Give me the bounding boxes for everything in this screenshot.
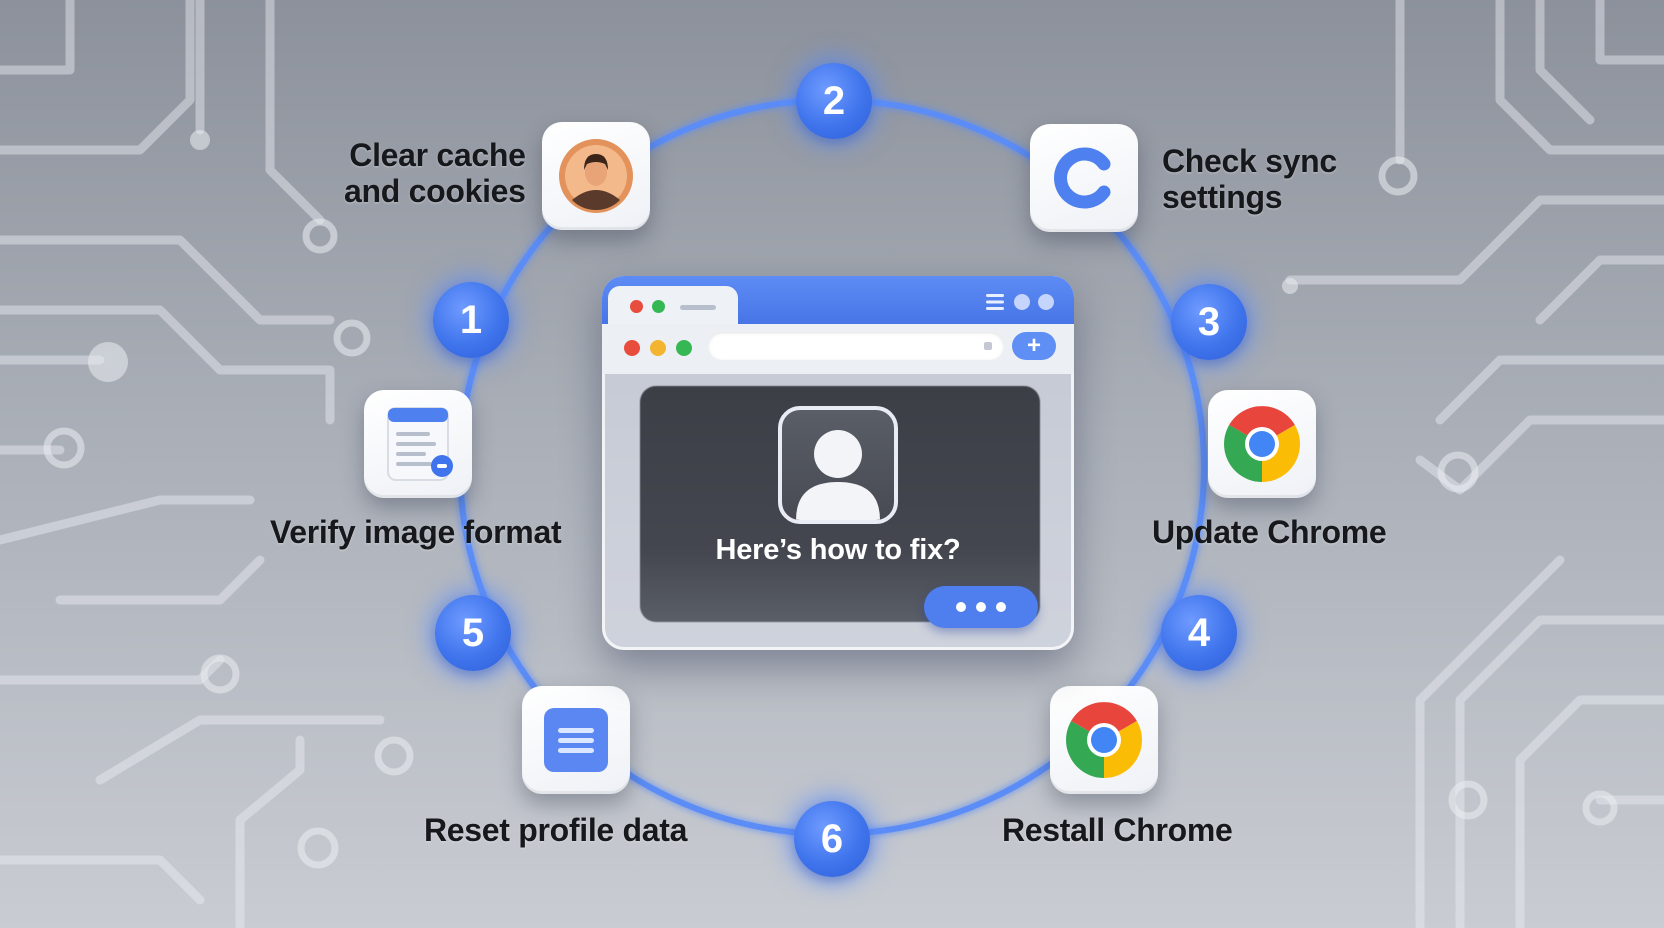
reset-profile-tile[interactable] xyxy=(522,686,630,794)
step-number-5: 5 xyxy=(435,595,511,671)
address-bar[interactable] xyxy=(708,332,1004,360)
notes-icon xyxy=(544,708,608,772)
profile-avatar xyxy=(778,406,898,524)
person-icon xyxy=(796,430,880,520)
label-update-chrome: Update Chrome xyxy=(1152,514,1387,550)
verify-format-tile[interactable] xyxy=(364,390,472,498)
tab-title-placeholder xyxy=(680,305,716,310)
menu-icon[interactable] xyxy=(986,294,1004,310)
clear-cache-tile[interactable] xyxy=(542,122,650,230)
step-number-1: 1 xyxy=(433,282,509,358)
step-number-6: 6 xyxy=(794,801,870,877)
label-line: Check sync xyxy=(1162,143,1337,179)
document-icon xyxy=(387,407,453,481)
browser-window: + Here’s how to fix? xyxy=(602,276,1074,650)
ellipsis-dot xyxy=(996,602,1006,612)
label-clear-cache: Clear cache and cookies xyxy=(344,137,526,209)
label-line: Verify image format xyxy=(270,514,562,550)
label-verify-format: Verify image format xyxy=(270,514,562,550)
label-line: Clear cache xyxy=(349,137,526,173)
user-avatar-icon xyxy=(559,139,633,213)
browser-tab[interactable] xyxy=(608,286,738,326)
browser-toolbar: + xyxy=(602,324,1074,374)
label-restall-chrome: Restall Chrome xyxy=(1002,812,1233,848)
tab-minimize-dot[interactable] xyxy=(652,300,665,313)
ellipsis-dot xyxy=(956,602,966,612)
browser-title-bar xyxy=(602,276,1074,326)
new-tab-button[interactable]: + xyxy=(1012,332,1056,360)
label-check-sync: Check sync settings xyxy=(1162,143,1337,215)
step-number-3: 3 xyxy=(1171,284,1247,360)
label-line: Restall Chrome xyxy=(1002,812,1233,848)
check-sync-tile[interactable] xyxy=(1030,124,1138,232)
window-controls xyxy=(986,294,1054,310)
chrome-logo-icon xyxy=(1066,702,1142,778)
more-options-button[interactable] xyxy=(924,586,1038,628)
step-number-2: 2 xyxy=(796,63,872,139)
window-control-icon[interactable] xyxy=(1038,294,1054,310)
sync-c-icon xyxy=(1054,147,1111,209)
update-chrome-tile[interactable] xyxy=(1208,390,1316,498)
maximize-window-dot[interactable] xyxy=(676,340,692,356)
window-control-icon[interactable] xyxy=(1014,294,1030,310)
label-line: Reset profile data xyxy=(424,812,688,848)
ellipsis-dot xyxy=(976,602,986,612)
close-window-dot[interactable] xyxy=(624,340,640,356)
label-reset-profile: Reset profile data xyxy=(424,812,687,848)
lock-icon xyxy=(984,342,992,350)
label-line: settings xyxy=(1162,179,1283,215)
minimize-window-dot[interactable] xyxy=(650,340,666,356)
label-line: Update Chrome xyxy=(1152,514,1387,550)
label-line: and cookies xyxy=(344,173,526,209)
tab-close-dot[interactable] xyxy=(630,300,643,313)
step-number-4: 4 xyxy=(1161,595,1237,671)
chrome-logo-icon xyxy=(1224,406,1300,482)
fix-prompt-text: Here’s how to fix? xyxy=(715,534,961,566)
restall-chrome-tile[interactable] xyxy=(1050,686,1158,794)
